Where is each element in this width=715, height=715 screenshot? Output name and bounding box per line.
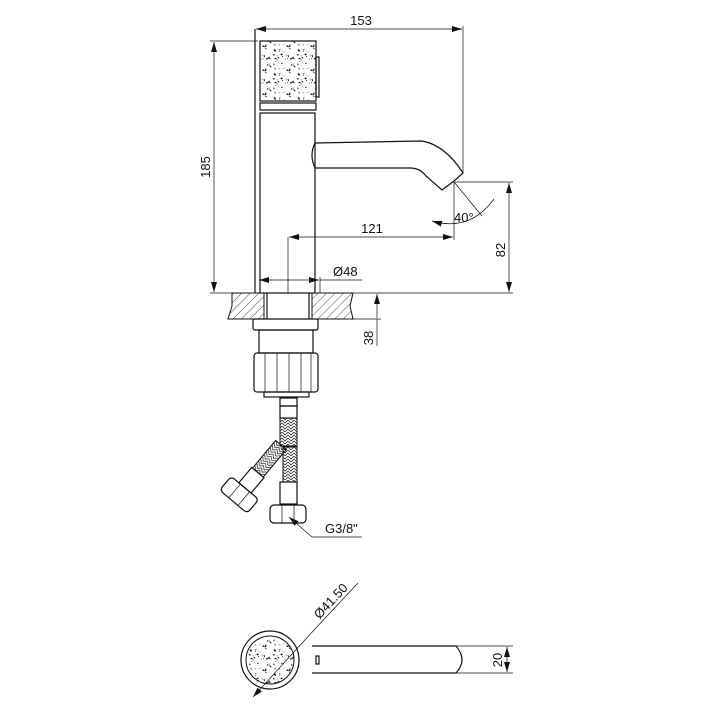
dim-plan-diameter: Ø41.50 bbox=[311, 580, 351, 621]
spout bbox=[314, 140, 464, 191]
dim-shank-length: 38 bbox=[361, 331, 376, 345]
mounting-nut bbox=[253, 352, 319, 393]
hose-angled bbox=[220, 439, 288, 513]
dim-overall-width: 153 bbox=[350, 13, 372, 28]
dim-spout-angle: 40° bbox=[454, 210, 474, 225]
dim-base-diameter: Ø48 bbox=[333, 264, 358, 279]
mounting-assembly: 38 G3/8" bbox=[220, 292, 381, 538]
hose-nut-straight bbox=[269, 504, 307, 524]
plan-view: Ø41.50 20 bbox=[240, 580, 513, 698]
dim-overall-height: 185 bbox=[198, 156, 213, 178]
side-elevation: 153 185 40° 121 82 Ø48 bbox=[198, 13, 513, 294]
granite-top bbox=[245, 635, 295, 685]
hose-straight bbox=[279, 417, 298, 447]
spout-plan bbox=[312, 645, 463, 674]
dim-hose-thread: G3/8" bbox=[325, 521, 358, 536]
faucet-body bbox=[259, 112, 316, 294]
granite-handle bbox=[259, 40, 317, 102]
dim-spout-reach: 121 bbox=[361, 221, 383, 236]
dim-spout-thickness: 20 bbox=[490, 653, 505, 667]
dim-spout-height: 82 bbox=[493, 243, 508, 257]
